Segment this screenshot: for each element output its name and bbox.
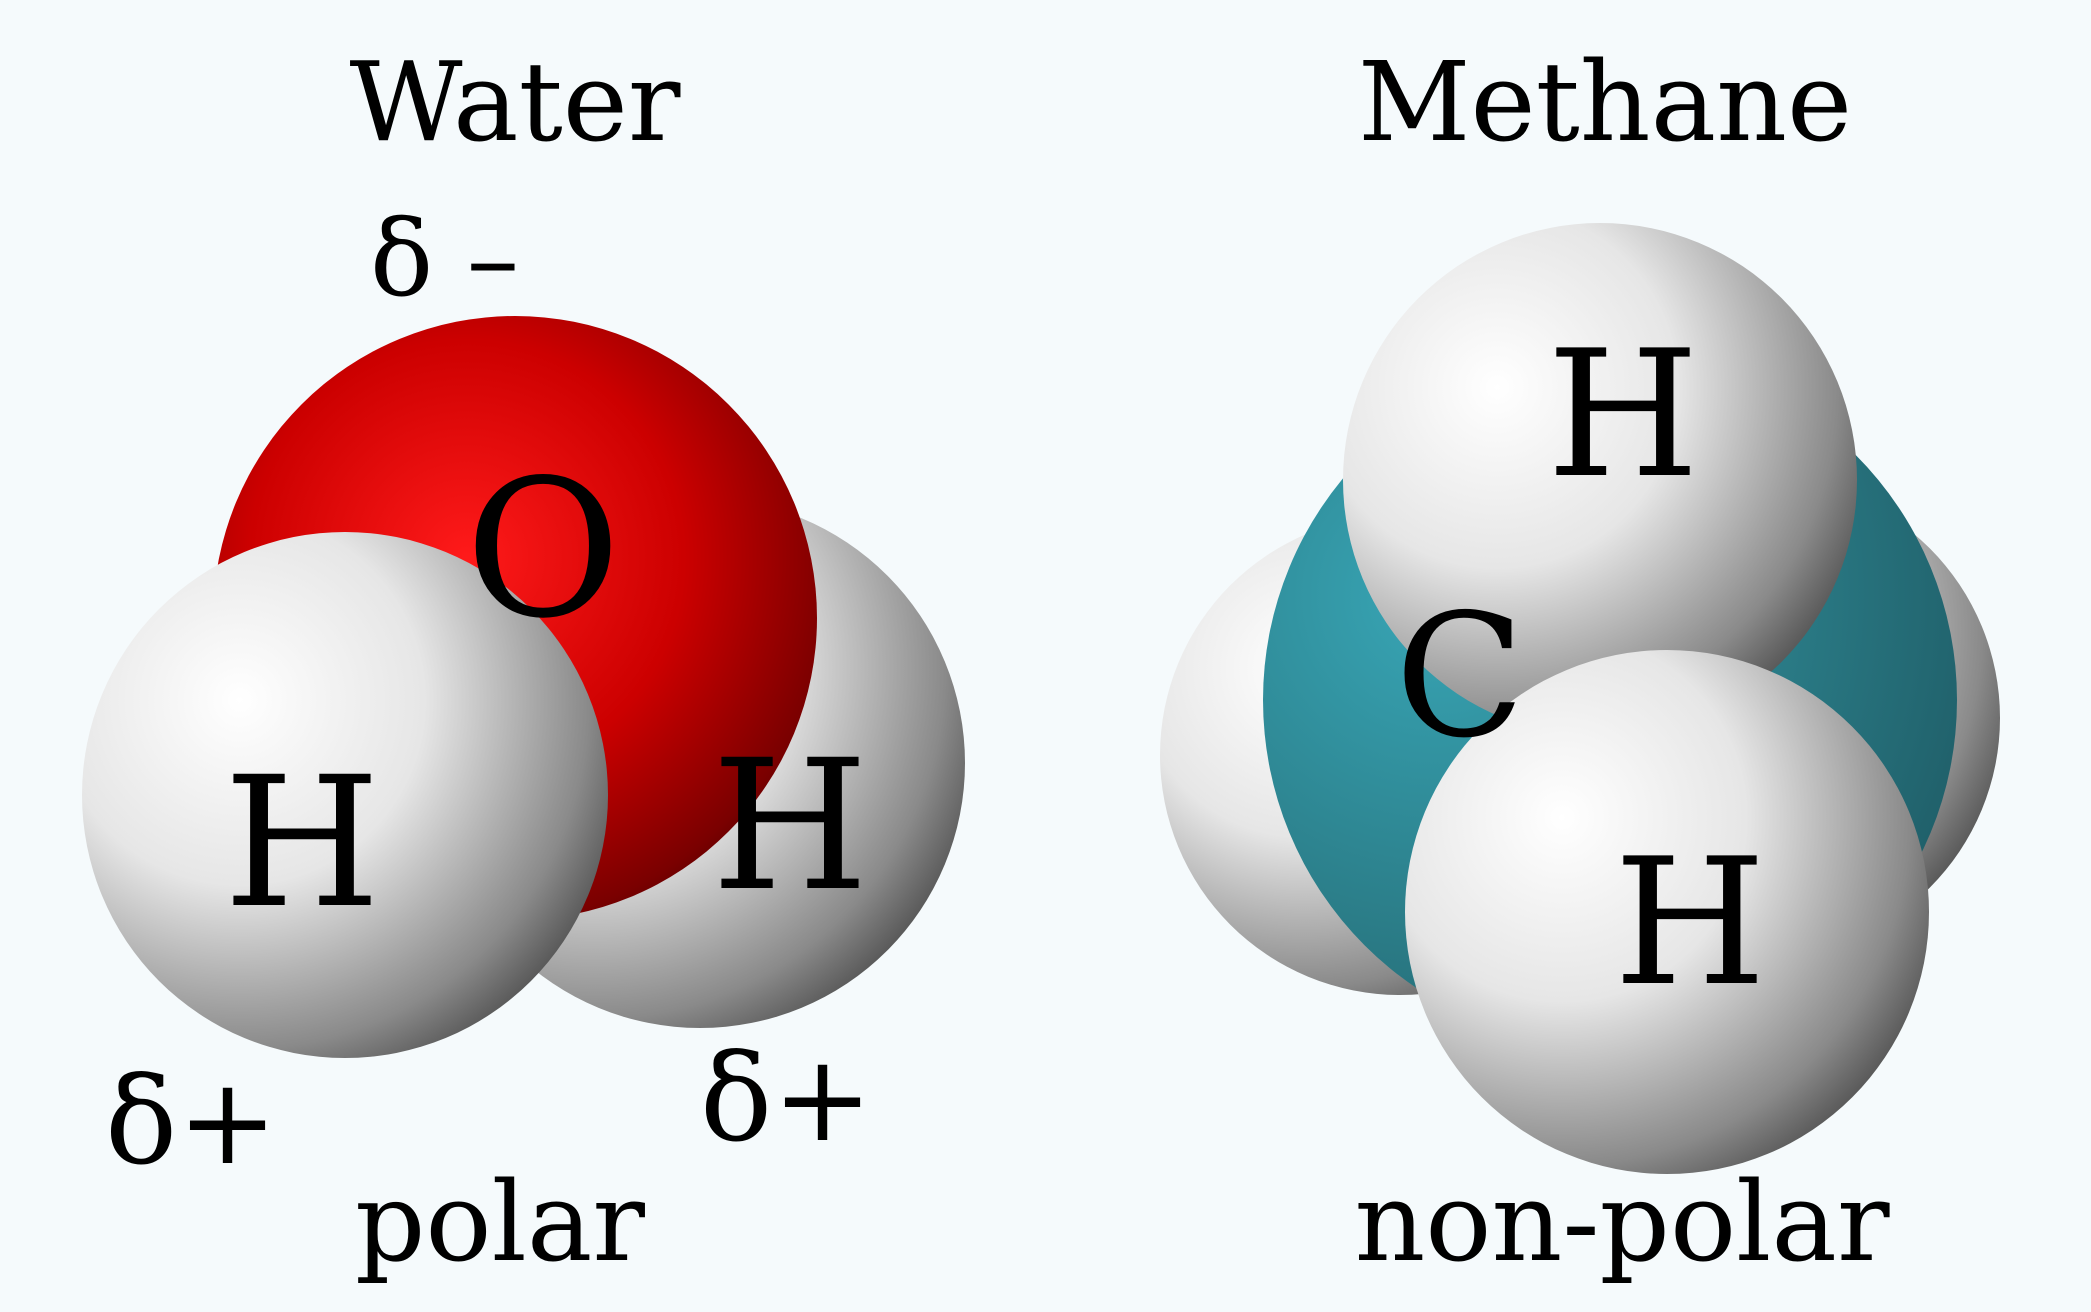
methane-hydrogen-top-label: H <box>1547 314 1700 517</box>
methane-molecule <box>1160 223 2000 1174</box>
water-title: Water <box>350 38 681 166</box>
water-caption: polar <box>355 1158 645 1286</box>
water-oxygen-charge: δ – <box>370 198 519 320</box>
water-molecule <box>82 316 965 1058</box>
methane-hydrogen-top-atom <box>1343 223 1857 737</box>
methane-carbon-label: C <box>1395 578 1525 776</box>
water-hydrogen-left-label: H <box>224 739 381 948</box>
methane-caption: non-polar <box>1354 1158 1889 1286</box>
methane-title: Methane <box>1358 38 1852 166</box>
water-oxygen-label: O <box>465 439 621 660</box>
water-hydrogen-right-charge: δ+ <box>700 1030 873 1169</box>
methane-hydrogen-front-label: H <box>1614 822 1767 1025</box>
water-hydrogen-right-label: H <box>712 722 869 931</box>
methane-hydrogen-front-atom <box>1405 650 1929 1174</box>
water-hydrogen-left-atom <box>82 532 608 1058</box>
water-hydrogen-left-charge: δ+ <box>105 1053 278 1192</box>
